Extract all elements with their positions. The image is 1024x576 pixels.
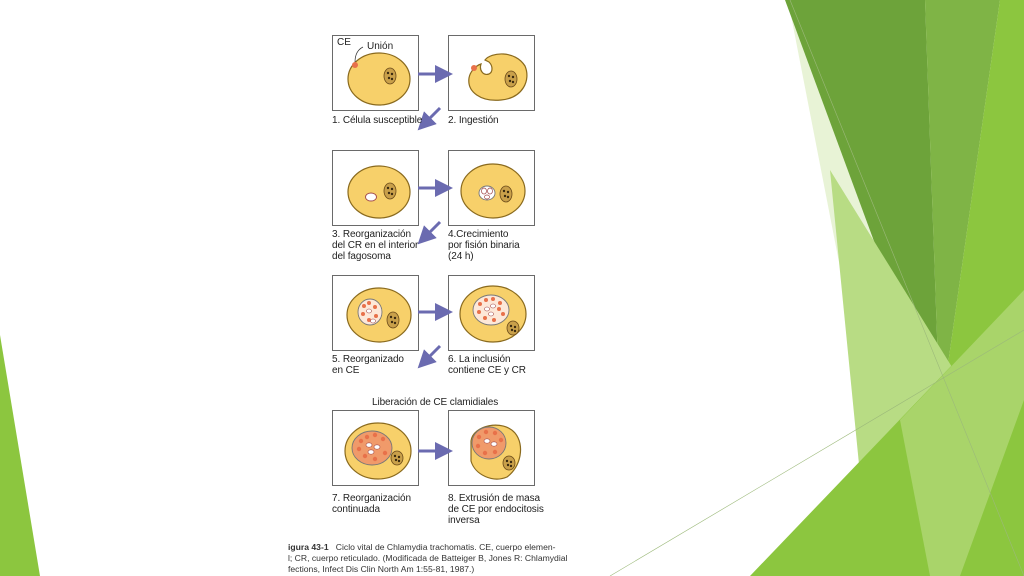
nucleus <box>383 182 397 200</box>
panel-step-5 <box>332 275 419 351</box>
panel-step-6 <box>448 275 535 351</box>
ce-label: CE <box>337 37 351 48</box>
elementary-body <box>352 62 358 68</box>
figure-caption: igura 43-1 Ciclo vital de Chlamydia trac… <box>288 531 598 575</box>
caption-step-7: 7. Reorganización continuada <box>332 493 411 515</box>
nucleus <box>499 185 513 203</box>
left-green-sliver <box>0 335 40 576</box>
caption-step-4: 4.Crecimiento por fisión binaria (24 h) <box>448 229 520 262</box>
figure-caption-line-2: l; CR, cuerpo reticulado. (Modificada de… <box>288 553 568 563</box>
caption-step-8: 8. Extrusión de masa de CE por endocitos… <box>448 493 544 526</box>
nucleus <box>386 311 400 329</box>
nucleus <box>383 67 397 85</box>
right-mid-facet <box>925 0 1000 420</box>
right-lower-light-facet <box>900 290 1024 576</box>
cell <box>347 52 411 106</box>
inclusion <box>472 294 510 326</box>
cell <box>347 165 411 219</box>
caption-step-6: 6. La inclusión contiene CE y CR <box>448 354 526 376</box>
elementary-body <box>471 65 477 71</box>
caption-step-1: 1. Célula susceptible <box>332 115 423 126</box>
phagosome <box>365 192 377 202</box>
thin-line-1 <box>789 0 1024 576</box>
nucleus <box>502 455 516 471</box>
release-heading: Liberación de CE clamidiales <box>372 397 499 408</box>
panel-step-3 <box>332 150 419 226</box>
nucleus <box>506 320 520 336</box>
thin-line-2 <box>609 329 1024 576</box>
panel-step-4 <box>448 150 535 226</box>
panel-step-8 <box>448 410 535 486</box>
figure-caption-line-3: fections, Infect Dis Clin North Am 1:55-… <box>288 564 475 574</box>
figure-caption-line-1: Ciclo vital de Chlamydia trachomatis. CE… <box>335 542 556 552</box>
nucleus <box>504 70 518 88</box>
union-label: Unión <box>367 41 394 52</box>
caption-step-3: 3. Reorganización del CR en el interior … <box>332 229 419 262</box>
panel-step-2 <box>448 35 535 111</box>
caption-step-5: 5. Reorganizado en CE <box>332 354 404 376</box>
panel-step-1: CE Unión <box>332 35 419 111</box>
nucleus <box>390 450 404 466</box>
caption-step-2: 2. Ingestión <box>448 115 499 126</box>
panel-step-7 <box>332 410 419 486</box>
figure-label: igura 43-1 <box>288 542 329 552</box>
